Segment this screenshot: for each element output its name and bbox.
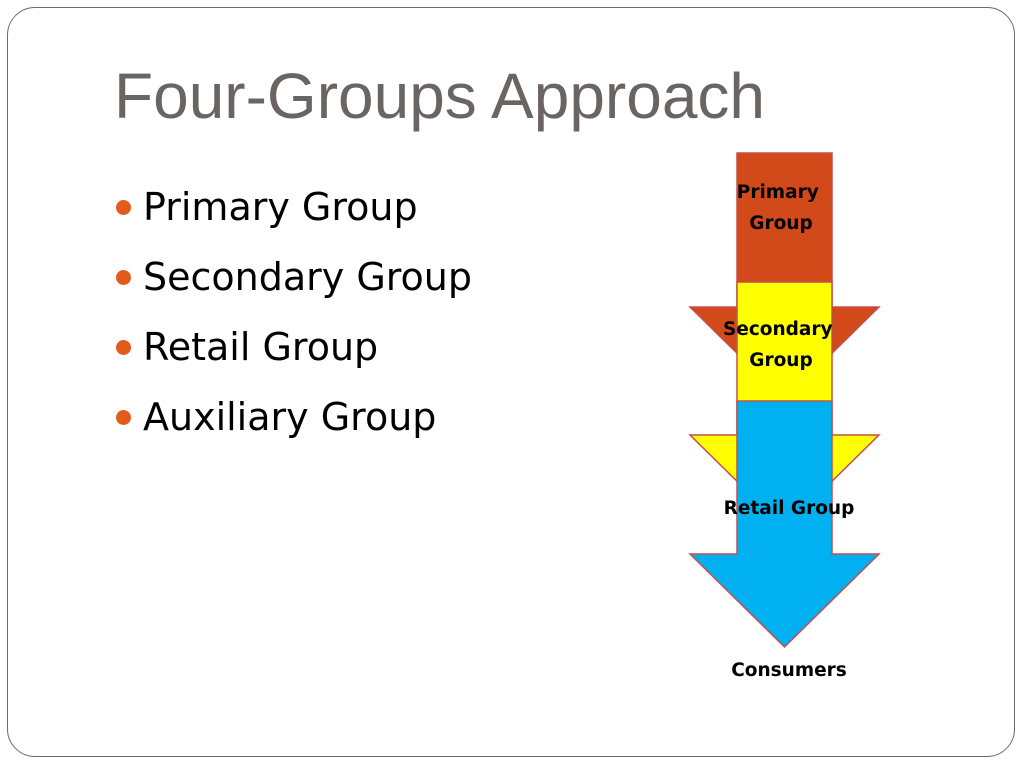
bullet-text: Retail Group [143, 325, 379, 369]
bullet-text: Primary Group [143, 185, 418, 229]
bullet-icon [116, 269, 131, 285]
bullet-icon [116, 339, 131, 355]
bullet-text: Auxiliary Group [143, 395, 437, 439]
slide-title: Four-Groups Approach [114, 60, 765, 132]
bullet-list: Primary Group Secondary Group Retail Gro… [116, 172, 472, 452]
bullet-icon [116, 409, 131, 425]
bullet-item: Retail Group [116, 312, 472, 382]
retail-group-label: Retail Group [724, 498, 855, 519]
bullet-item: Auxiliary Group [116, 382, 472, 452]
secondary-group-label: Secondary Group [723, 319, 839, 371]
primary-group-label-line2: Group [749, 213, 812, 234]
secondary-group-label-line2: Group [749, 350, 812, 371]
slide-frame [7, 7, 1015, 757]
secondary-group-label-line1: Secondary [723, 319, 833, 340]
primary-group-label-line1: Primary [737, 182, 819, 203]
primary-group-label: Primary Group [737, 182, 825, 234]
bullet-item: Primary Group [116, 172, 472, 242]
consumers-label: Consumers [731, 660, 847, 681]
bullet-item: Secondary Group [116, 242, 472, 312]
bullet-icon [116, 199, 131, 215]
retail-group-arrow [688, 400, 881, 649]
bullet-text: Secondary Group [143, 255, 473, 299]
